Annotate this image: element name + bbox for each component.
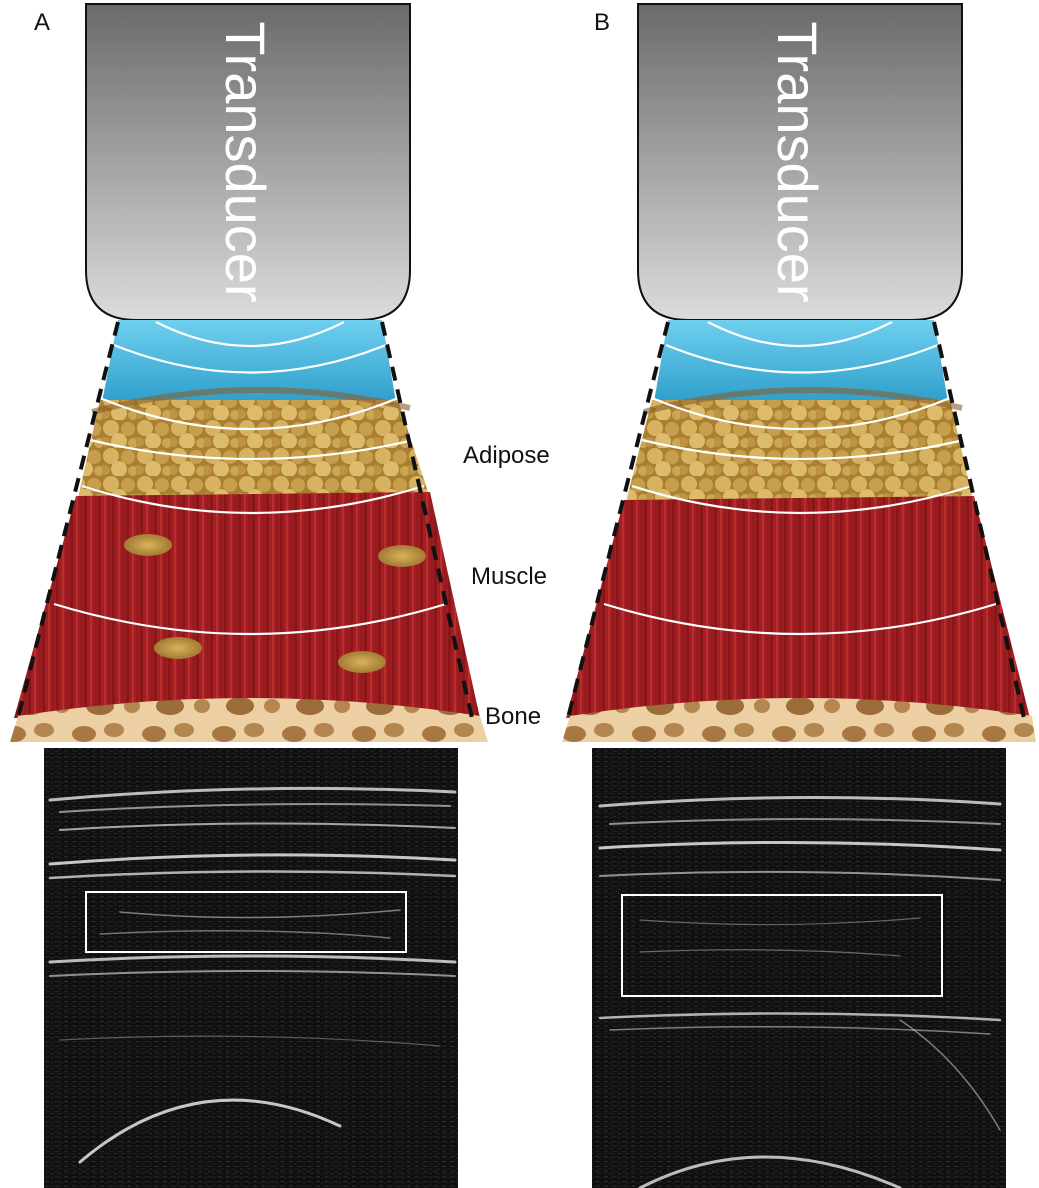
panel-a: A Transducer [10,4,488,1188]
transducer-label-b: Transducer [766,21,829,302]
ultrasound-image-b [592,748,1006,1188]
transducer-label-a: Transducer [214,21,277,302]
tissue-cone-b [562,320,1036,742]
adipose-layer-b [626,400,972,502]
intramuscular-fat-a3 [154,637,202,659]
label-adipose: Adipose [463,442,550,469]
intramuscular-fat-a2 [378,545,426,567]
ultrasound-image-a [44,748,458,1188]
tissue-cone-a [10,320,488,742]
panel-b: B Transducer [562,4,1036,1188]
label-bone: Bone [485,703,541,730]
transducer-a: Transducer [86,4,410,320]
intramuscular-fat-a1 [124,534,172,556]
transducer-b: Transducer [638,4,962,320]
label-muscle: Muscle [471,563,547,590]
panel-letter-b: B [594,9,610,36]
intramuscular-fat-a4 [338,651,386,673]
muscle-layer-b [566,496,1030,718]
panel-letter-a: A [34,9,50,36]
muscle-layer-a [14,492,480,718]
